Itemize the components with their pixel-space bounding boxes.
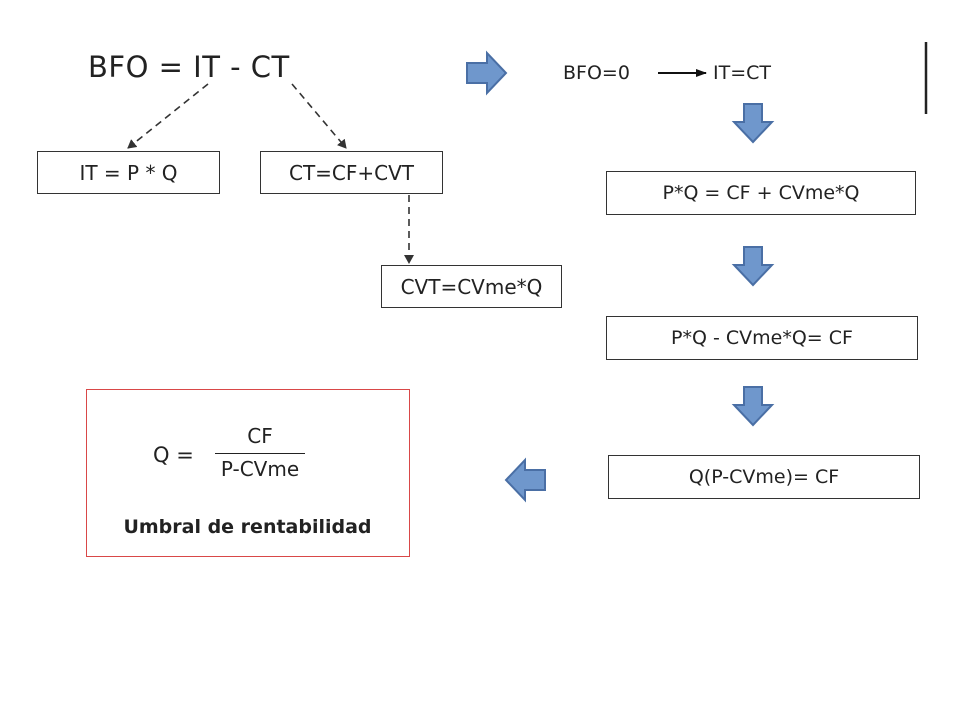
total-cost-box: CT=CF+CVT [260, 151, 443, 194]
formula-lhs: Q = [153, 443, 194, 467]
income-box: IT = P * Q [37, 151, 220, 194]
block-arrow-right-icon [466, 50, 508, 96]
main-equation: BFO = IT - CT [88, 50, 290, 84]
variable-cost-box: CVT=CVme*Q [381, 265, 562, 308]
step-box-2: P*Q - CVme*Q= CF [606, 316, 918, 360]
formula-denominator: P-CVme [220, 457, 300, 481]
result-label: Umbral de rentabilidad [123, 516, 372, 538]
dashed-arrow-to-income [127, 83, 209, 149]
fraction-bar [215, 453, 305, 454]
step-box-1: P*Q = CF + CVme*Q [606, 171, 916, 215]
block-arrow-down-icon-3 [731, 386, 775, 427]
formula-numerator: CF [247, 424, 273, 448]
block-arrow-down-icon-2 [731, 246, 775, 287]
dashed-arrow-to-cost [291, 83, 347, 149]
block-arrow-down-icon-1 [731, 103, 775, 144]
break-even-condition: BFO=0 [563, 62, 630, 84]
step-box-3: Q(P-CVme)= CF [608, 455, 920, 499]
result-box: Q = CF P-CVme Umbral de rentabilidad [86, 389, 410, 557]
break-even-result: IT=CT [713, 62, 772, 84]
block-arrow-left-icon [504, 457, 546, 503]
